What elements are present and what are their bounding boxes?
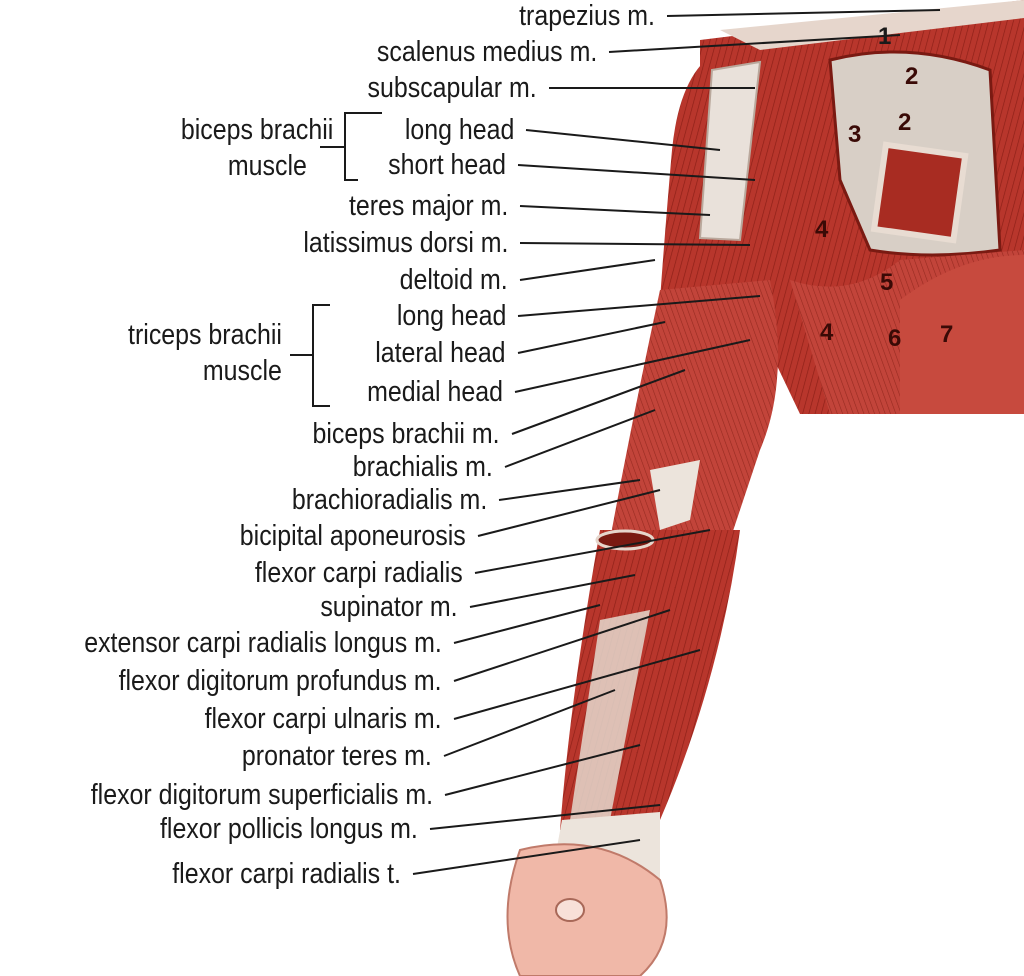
- label-triceps-medial-head: medial head: [367, 376, 503, 408]
- rib-window: [870, 141, 969, 244]
- label-flexor-carpi-ulnaris: flexor carpi ulnaris m.: [204, 703, 442, 735]
- label-triceps-group-line2: muscle: [203, 355, 282, 387]
- leader-bicipital-aponeurosis: [477, 489, 661, 537]
- label-flexor-pollicis-longus: flexor pollicis longus m.: [160, 813, 418, 845]
- hand: [506, 812, 668, 976]
- leader-teres-major: [519, 205, 711, 216]
- leader-triceps-long-head: [517, 295, 761, 317]
- label-subscapular: subscapular m.: [367, 72, 537, 104]
- leader-flexor-carpi-radialis: [474, 529, 711, 574]
- upper-arm: [610, 50, 778, 540]
- label-latissimus-dorsi: latissimus dorsi m.: [302, 227, 508, 259]
- leader-extensor-carpi-radialis-longus: [453, 604, 601, 644]
- region-marker-4: 3: [848, 121, 861, 148]
- region-marker-8: 6: [888, 325, 901, 352]
- leader-biceps-short-head: [517, 164, 756, 181]
- label-biceps-long-head: long head: [404, 114, 514, 146]
- label-flexor-carpi-radialis-t: flexor carpi radialis t.: [172, 858, 401, 890]
- oblique-sheet: [900, 255, 1024, 414]
- leader-scalenus-medius: [608, 34, 901, 53]
- label-extensor-carpi-radialis-longus: extensor carpi radialis longus m.: [84, 627, 442, 659]
- leader-flexor-carpi-radialis-t: [412, 839, 641, 875]
- leader-triceps-medial-head: [514, 339, 751, 393]
- region-marker-5: 4: [815, 216, 829, 243]
- forearm-tendons: [570, 610, 650, 820]
- leader-lines: [412, 9, 941, 875]
- triceps-bracket: [312, 304, 330, 407]
- leader-deltoid: [519, 259, 656, 281]
- label-bicipital-aponeurosis: bicipital aponeurosis: [240, 520, 466, 552]
- region-marker-2: 2: [905, 63, 918, 90]
- label-flexor-carpi-radialis: flexor carpi radialis: [255, 557, 463, 589]
- region-marker-3: 2: [898, 109, 911, 136]
- leader-supinator: [469, 574, 636, 608]
- thumbnail: [555, 898, 585, 922]
- region-marker-7: 4: [820, 319, 834, 346]
- leader-brachialis: [504, 409, 656, 468]
- leader-pronator-teres: [443, 689, 616, 757]
- label-triceps-lateral-head: lateral head: [375, 337, 506, 369]
- label-triceps-long-head: long head: [396, 300, 506, 332]
- label-teres-major: teres major m.: [348, 190, 508, 222]
- biceps-bracket: [344, 112, 382, 181]
- label-deltoid: deltoid m.: [399, 264, 508, 296]
- elbow-tendon: [650, 460, 700, 530]
- region-marker-6: 5: [880, 269, 893, 296]
- label-flexor-digitorum-superficialis: flexor digitorum superficialis m.: [90, 779, 433, 811]
- region-marker-1: 1: [878, 23, 891, 50]
- torso-muscles: [700, 0, 1024, 414]
- leader-triceps-lateral-head: [517, 321, 666, 354]
- group-brackets: [290, 112, 382, 407]
- label-biceps-short-head: short head: [388, 149, 506, 181]
- biceps-tendon-sheath: [698, 60, 762, 242]
- upper-arm-body: [610, 280, 778, 540]
- label-biceps-brachii-m: biceps brachii m.: [312, 418, 500, 450]
- leader-flexor-digitorum-superficialis: [444, 744, 641, 796]
- label-trapezius: trapezius m.: [519, 0, 655, 32]
- label-brachioradialis: brachioradialis m.: [291, 484, 487, 516]
- leader-biceps-long-head: [525, 129, 721, 151]
- leader-trapezius: [666, 9, 941, 17]
- leader-flexor-pollicis-longus: [429, 804, 661, 830]
- leader-flexor-digitorum-profundus: [453, 609, 671, 682]
- label-supinator: supinator m.: [320, 591, 458, 623]
- leader-flexor-carpi-ulnaris: [453, 649, 701, 720]
- label-biceps-group-line1: biceps brachii: [180, 114, 333, 146]
- leader-brachioradialis: [498, 479, 641, 501]
- label-brachialis: brachialis m.: [353, 451, 493, 483]
- label-scalenus-medius: scalenus medius m.: [376, 36, 597, 68]
- label-pronator-teres: pronator teres m.: [242, 740, 432, 772]
- region-marker-9: 7: [940, 321, 953, 348]
- tendon-strip-neck: [720, 0, 1024, 50]
- forearm: [560, 529, 740, 830]
- label-biceps-group-line2: muscle: [228, 150, 307, 182]
- label-flexor-digitorum-profundus: flexor digitorum profundus m.: [119, 665, 442, 697]
- leader-biceps-brachii-m: [511, 369, 686, 435]
- leader-latissimus-dorsi: [519, 242, 751, 246]
- label-triceps-group-line1: triceps brachii: [128, 319, 282, 351]
